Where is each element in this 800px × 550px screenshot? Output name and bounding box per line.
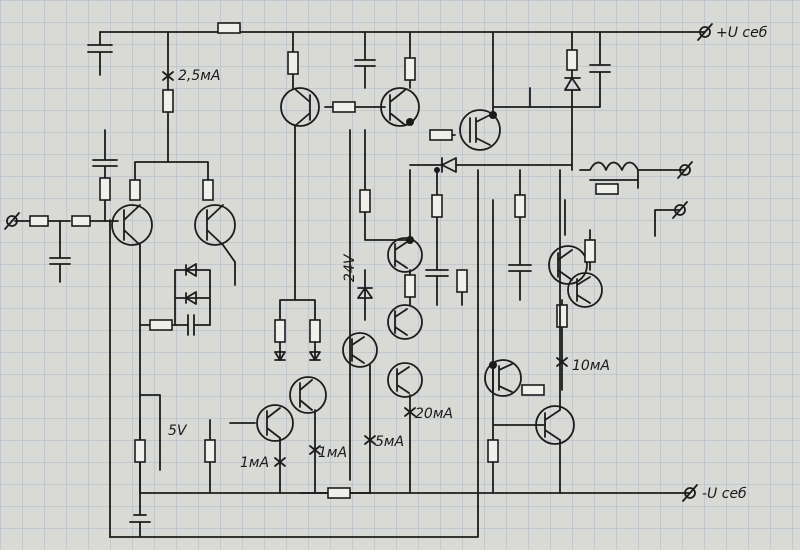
- ground-terminal: [674, 204, 686, 216]
- current-10ma-label: 10мА: [572, 358, 610, 374]
- vplus-terminal: [699, 26, 711, 38]
- vas-stage: [217, 22, 420, 499]
- power-rails: [99, 31, 706, 538]
- vplus-label: +U себ: [716, 25, 768, 41]
- input-section: [14, 31, 119, 283]
- vminus-label: -U себ: [702, 486, 747, 502]
- current-1ma-right-label: 1мА: [318, 445, 347, 461]
- vminus-terminal: [684, 487, 696, 499]
- current-1ma-left-label: 1мА: [240, 455, 269, 471]
- current-marks: [162, 71, 568, 467]
- input-terminal: [6, 215, 18, 227]
- voltage-24v-label: 24V: [342, 253, 358, 282]
- terminals: [4, 23, 713, 502]
- voltage-5v-label: 5V: [168, 423, 188, 439]
- output-terminal: [679, 164, 691, 176]
- current-2-5ma-label: 2,5мА: [178, 68, 220, 84]
- differential-pair: [111, 31, 236, 538]
- output-stage: [409, 31, 686, 494]
- current-20ma-label: 20мА: [415, 406, 453, 422]
- bias-stage: [342, 169, 423, 494]
- current-5ma-label: 5мА: [375, 434, 404, 450]
